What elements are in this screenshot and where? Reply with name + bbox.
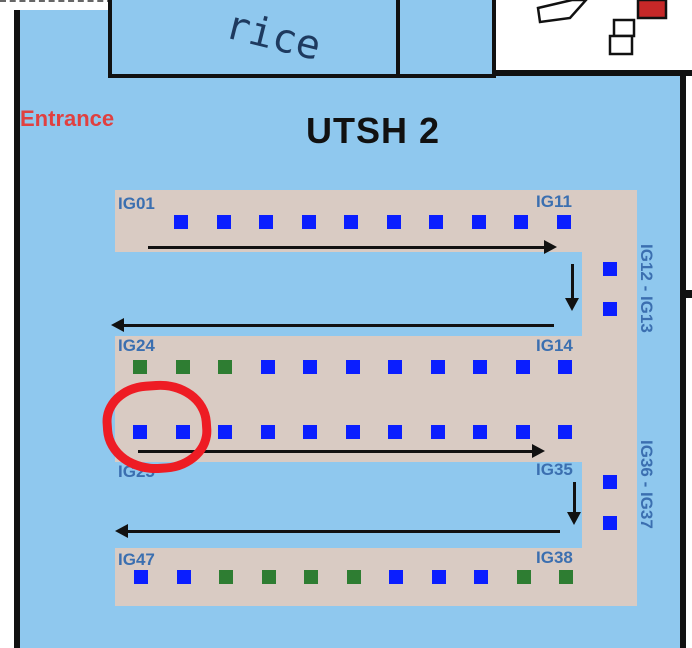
row1-spot bbox=[302, 215, 316, 229]
row3-spot bbox=[346, 425, 360, 439]
label-ig11: IG11 bbox=[536, 192, 572, 211]
aisle-bottom bbox=[115, 548, 637, 606]
row2-spot bbox=[303, 360, 317, 374]
row1-spot bbox=[514, 215, 528, 229]
row1-spot bbox=[557, 215, 571, 229]
row3-spot bbox=[431, 425, 445, 439]
label-ig12-13: IG12 - IG13 bbox=[637, 244, 656, 333]
row2-spot bbox=[388, 360, 402, 374]
col1-spot bbox=[603, 302, 617, 316]
logo-fragment-icon bbox=[536, 0, 668, 56]
row3-spot bbox=[218, 425, 232, 439]
row4-spot bbox=[559, 570, 573, 584]
aisle-middle bbox=[115, 336, 637, 462]
wall-top-right bbox=[492, 70, 692, 76]
arrow-row3-right-head bbox=[532, 444, 545, 458]
label-ig24: IG24 bbox=[118, 336, 155, 355]
row4-spot bbox=[347, 570, 361, 584]
arrow-connector-down-bottom bbox=[573, 482, 576, 516]
row4-spot bbox=[389, 570, 403, 584]
entrance-label: Entrance bbox=[20, 106, 115, 131]
row3-spot bbox=[516, 425, 530, 439]
row3-spot bbox=[388, 425, 402, 439]
row1-spot bbox=[259, 215, 273, 229]
label-ig36-37: IG36 - IG37 bbox=[637, 440, 656, 529]
row1-spot bbox=[472, 215, 486, 229]
arrow-row2-left-head bbox=[111, 318, 124, 332]
row1-spot bbox=[429, 215, 443, 229]
row2-spot bbox=[558, 360, 572, 374]
row2-spot bbox=[176, 360, 190, 374]
label-ig14: IG14 bbox=[536, 336, 573, 355]
office-block-side bbox=[396, 0, 496, 78]
arrow-row1-right-head bbox=[544, 240, 557, 254]
row4-spot bbox=[262, 570, 276, 584]
arrow-row1-right bbox=[148, 246, 546, 249]
row1-spot bbox=[344, 215, 358, 229]
row3-spot bbox=[176, 425, 190, 439]
col1-spot bbox=[603, 262, 617, 276]
col2-spot bbox=[603, 475, 617, 489]
wall-marker bbox=[686, 290, 692, 298]
row4-spot bbox=[517, 570, 531, 584]
arrow-connector-down-top bbox=[571, 264, 574, 300]
row1-spot bbox=[217, 215, 231, 229]
row2-spot bbox=[473, 360, 487, 374]
arrow-connector-down-bottom-head bbox=[567, 512, 581, 525]
row3-spot bbox=[558, 425, 572, 439]
row3-spot bbox=[473, 425, 487, 439]
label-ig01: IG01 bbox=[118, 194, 155, 213]
arrow-row4-left-head bbox=[115, 524, 128, 538]
row4-spot bbox=[304, 570, 318, 584]
row4-spot bbox=[432, 570, 446, 584]
row4-spot bbox=[134, 570, 148, 584]
row1-spot bbox=[387, 215, 401, 229]
row1-spot bbox=[174, 215, 188, 229]
row2-spot bbox=[431, 360, 445, 374]
row2-spot bbox=[261, 360, 275, 374]
label-ig35: IG35 bbox=[536, 460, 573, 479]
wall-top-right-vertical bbox=[492, 0, 496, 76]
row4-spot bbox=[474, 570, 488, 584]
label-ig47: IG47 bbox=[118, 550, 155, 569]
row4-spot bbox=[177, 570, 191, 584]
row2-spot bbox=[133, 360, 147, 374]
row3-spot bbox=[303, 425, 317, 439]
arrow-connector-down-top-head bbox=[565, 298, 579, 311]
row4-spot bbox=[219, 570, 233, 584]
col2-spot bbox=[603, 516, 617, 530]
label-ig25: IG25 bbox=[118, 462, 155, 481]
label-ig38: IG38 bbox=[536, 548, 573, 567]
row2-spot bbox=[516, 360, 530, 374]
office-block bbox=[108, 0, 400, 78]
outside-area-top-left bbox=[0, 0, 112, 10]
arrow-row3-right bbox=[138, 450, 534, 453]
row3-spot bbox=[133, 425, 147, 439]
arrow-row2-left bbox=[124, 324, 554, 327]
building-title: UTSH 2 bbox=[306, 110, 441, 151]
row2-spot bbox=[346, 360, 360, 374]
row3-spot bbox=[261, 425, 275, 439]
dashed-boundary bbox=[0, 0, 113, 10]
row2-spot bbox=[218, 360, 232, 374]
arrow-row4-left bbox=[128, 530, 560, 533]
